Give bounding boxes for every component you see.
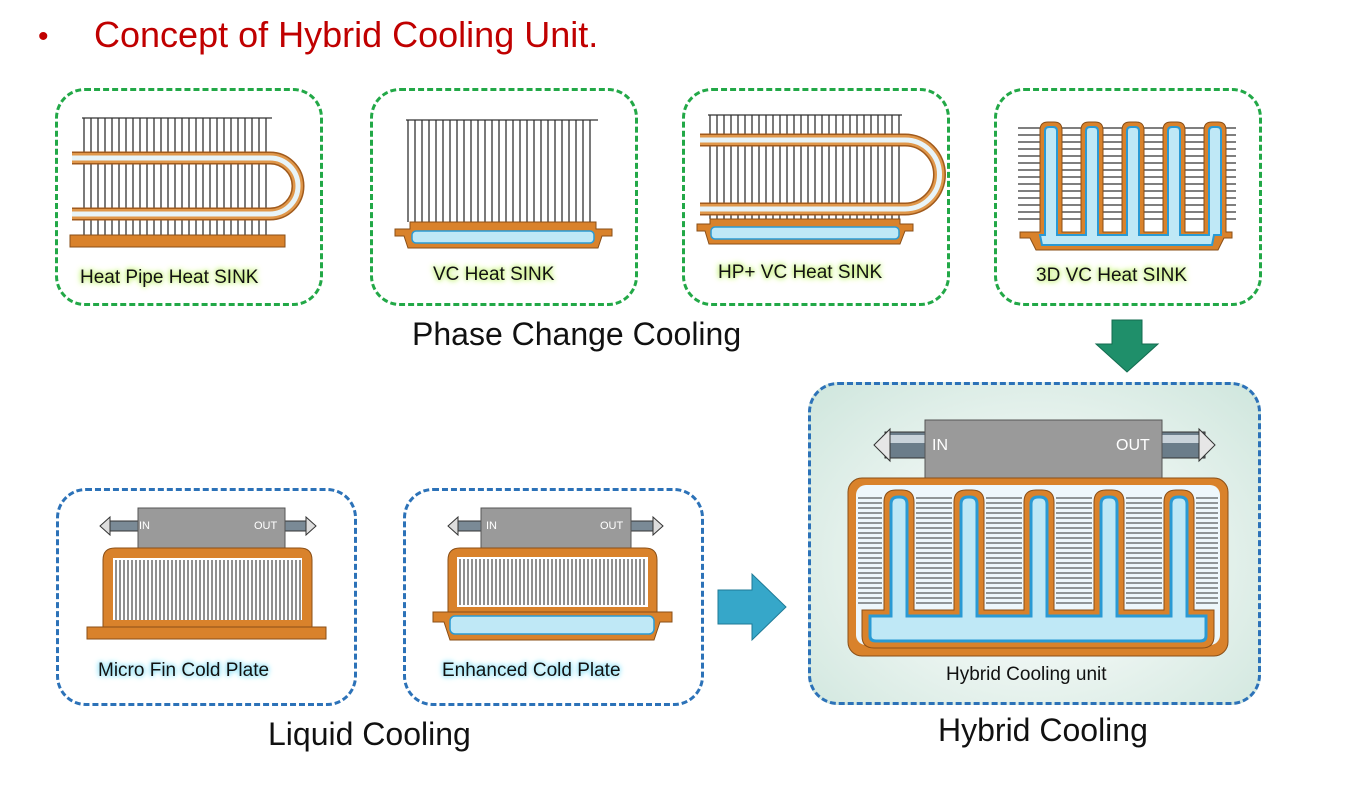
micro-fin-out-label: OUT [254, 520, 278, 532]
micro-fin-in-label: IN [139, 520, 150, 532]
micro-fin-cold-plate-label: Micro Fin Cold Plate [98, 660, 270, 681]
hp-vc-heat-sink-card [682, 88, 950, 306]
arrow-down-icon [1094, 319, 1160, 373]
vc-heat-sink-label: VC Heat SINK [433, 264, 555, 285]
heat-pipe-heat-sink-label: Heat Pipe Heat SINK [80, 267, 259, 288]
enhanced-cold-plate-label: Enhanced Cold Plate [442, 660, 621, 681]
title-bullet: • [38, 20, 49, 53]
phase-change-cooling-label: Phase Change Cooling [412, 316, 742, 352]
hybrid-cooling-card [808, 382, 1261, 705]
hybrid-in-label: IN [932, 437, 948, 454]
page-title: Concept of Hybrid Cooling Unit. [94, 14, 599, 55]
hybrid-out-label: OUT [1116, 437, 1150, 454]
vc-heat-sink-card [370, 88, 638, 306]
3d-vc-heat-sink-card [994, 88, 1262, 306]
hp-vc-heat-sink-label: HP+ VC Heat SINK [718, 262, 883, 283]
arrow-right-icon [717, 572, 787, 642]
hybrid-cooling-unit-label: Hybrid Cooling unit [946, 664, 1107, 685]
liquid-cooling-label: Liquid Cooling [268, 716, 471, 752]
enhanced-out-label: OUT [600, 520, 624, 532]
3d-vc-heat-sink-label: 3D VC Heat SINK [1036, 265, 1187, 286]
heat-pipe-heat-sink-card [55, 88, 323, 306]
micro-fin-cold-plate-card [56, 488, 357, 706]
enhanced-in-label: IN [486, 520, 497, 532]
enhanced-cold-plate-card [403, 488, 704, 706]
hybrid-cooling-label: Hybrid Cooling [938, 712, 1148, 748]
